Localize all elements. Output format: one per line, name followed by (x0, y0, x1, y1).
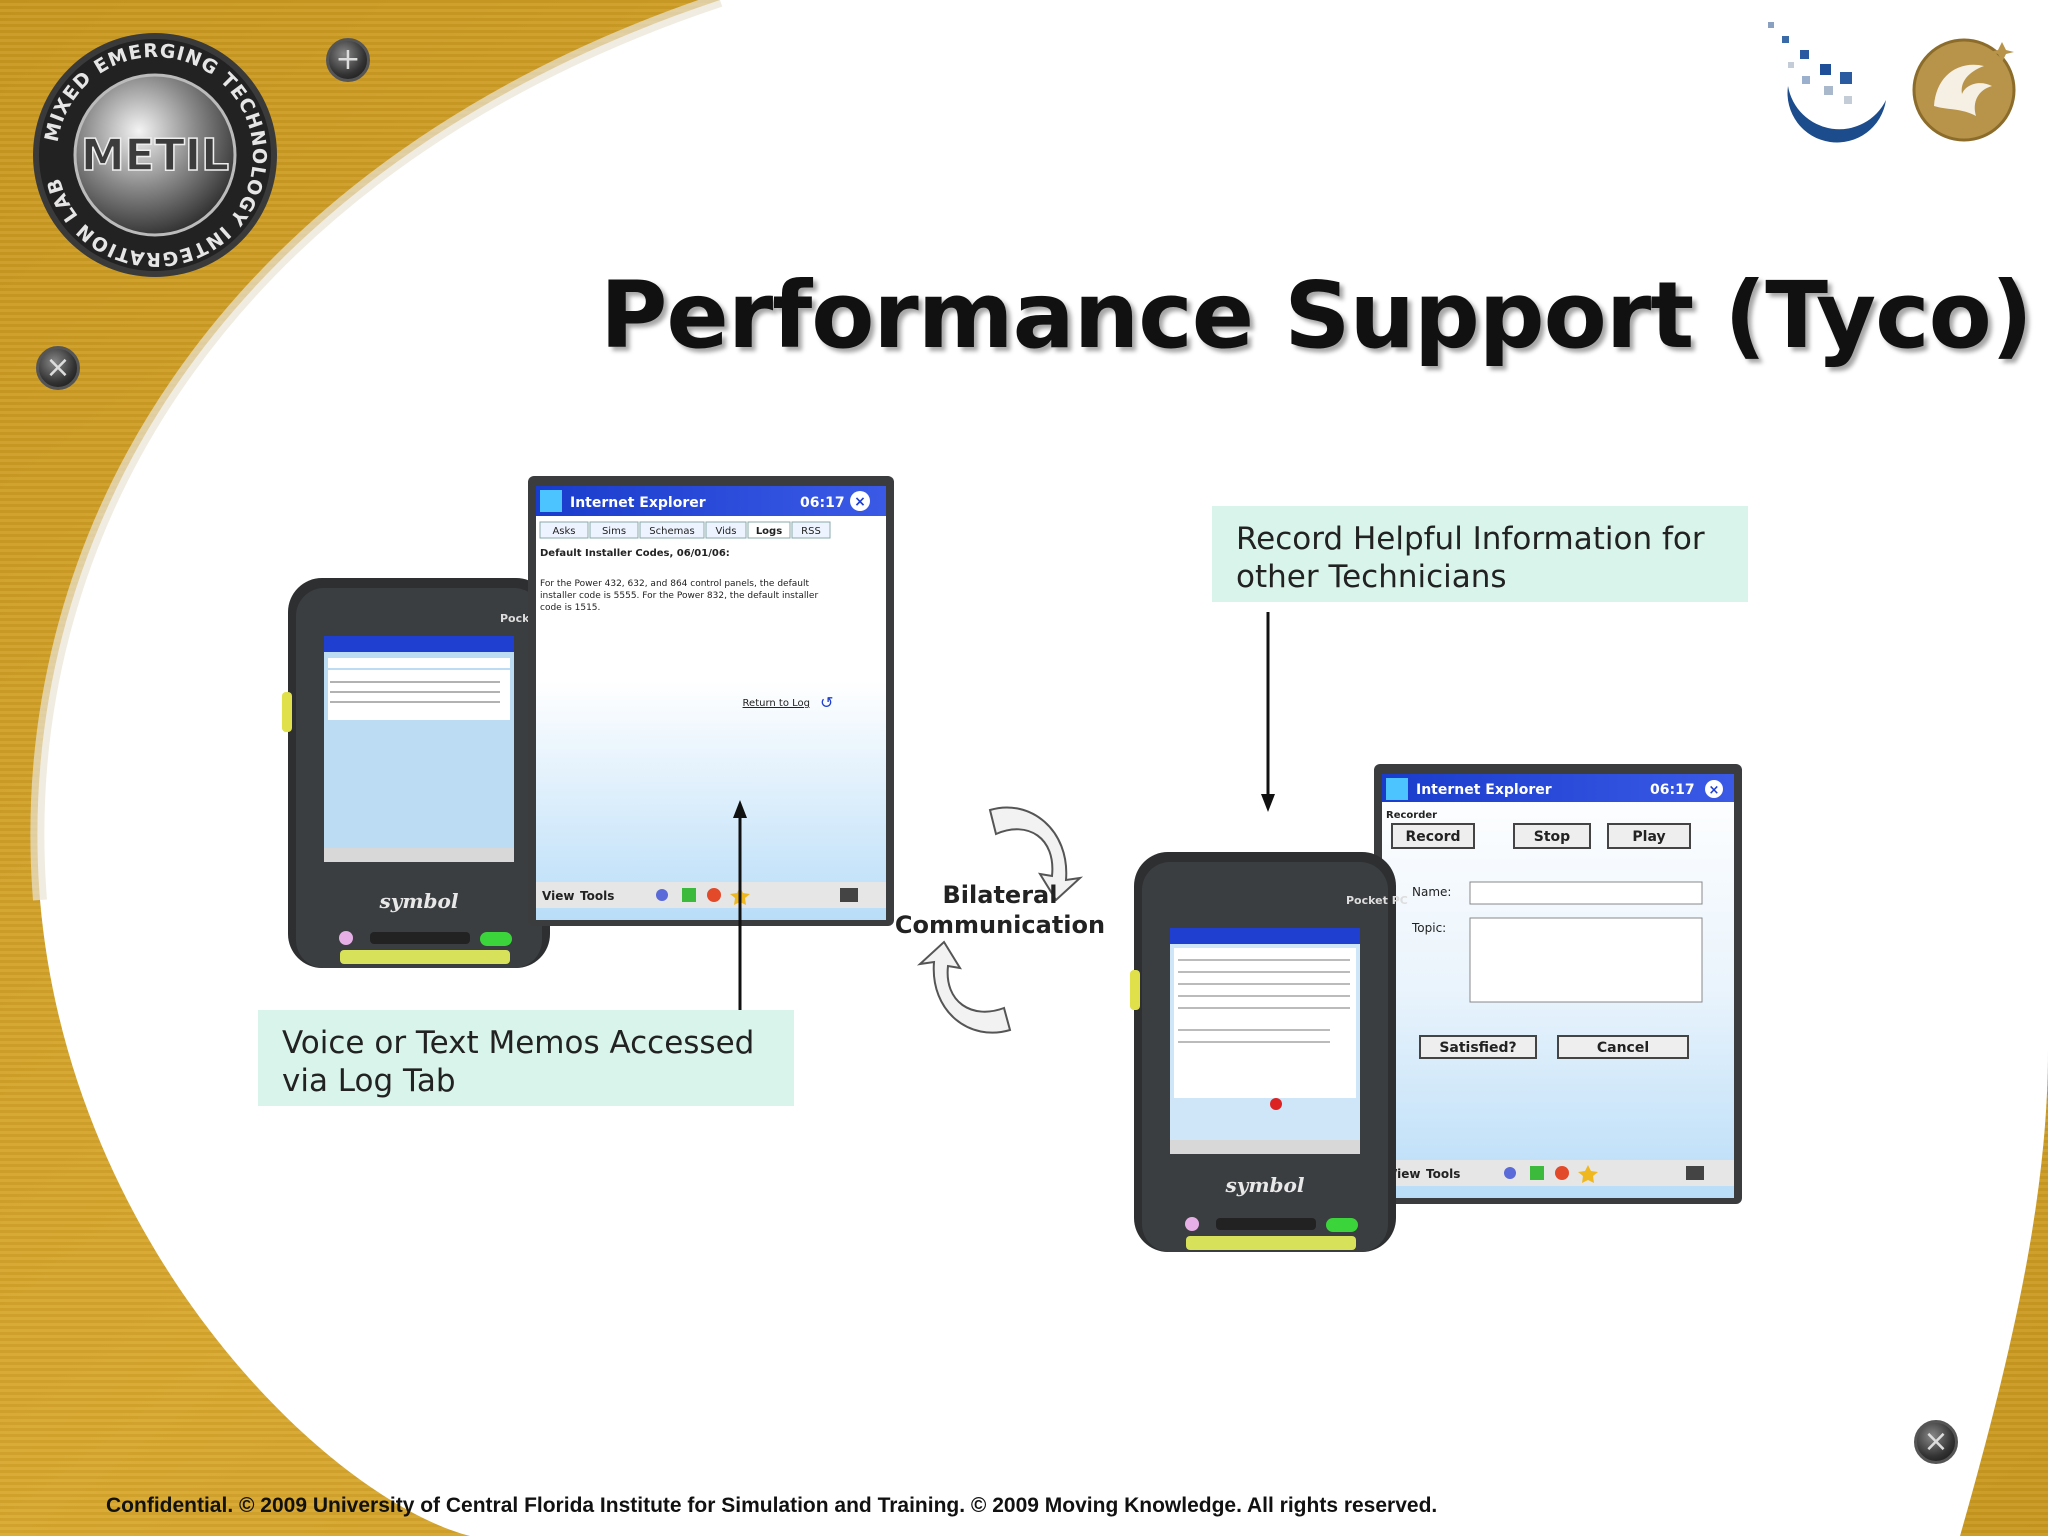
device-right: Internet Explorer 06:17 × Recorder Recor… (1130, 760, 1750, 1260)
device-left: Pocket PC symbol Internet Explorer 06:17… (280, 470, 900, 970)
callout-left: Voice or Text Memos Accessed via Log Tab (258, 1010, 794, 1106)
satisfied-button[interactable] (1419, 1035, 1537, 1059)
arrow-down-icon (1258, 612, 1278, 812)
cancel-button-label: Cancel (1597, 1040, 1649, 1056)
tab-schemas: Schemas (649, 526, 694, 537)
screw-icon: × (1914, 1420, 1958, 1464)
device-right-brand: symbol (1225, 1173, 1305, 1197)
device-left-time: 06:17 (800, 495, 845, 511)
device-right-section: Recorder (1386, 810, 1437, 821)
device-right-menu-view: View (1388, 1167, 1420, 1181)
device-left-menu-tools: Tools (580, 889, 614, 903)
return-arrow-icon: ↺ (820, 693, 833, 712)
svg-text:×: × (854, 494, 866, 510)
device-right-time: 06:17 (1650, 782, 1695, 798)
topic-label: Topic: (1411, 921, 1446, 935)
pegasus-logo-icon (1906, 20, 2030, 150)
device-left-menu-view: View (542, 889, 574, 903)
metil-center-text: METIL (81, 130, 229, 181)
name-field[interactable] (1469, 881, 1703, 905)
bilateral-line-1: Bilateral (942, 881, 1058, 909)
device-left-tabs: Asks Sims Schemas Vids Logs RSS (539, 521, 831, 539)
record-button-label: Record (1405, 829, 1460, 845)
device-left-brand: symbol (379, 889, 459, 913)
device-right-titlebar: Internet Explorer (1416, 782, 1552, 798)
device-right-model: Pocket PC (1346, 894, 1408, 907)
play-button-label: Play (1632, 829, 1665, 845)
cancel-button[interactable] (1557, 1035, 1689, 1059)
tab-logs: Logs (756, 526, 782, 537)
device-left-titlebar: Internet Explorer (570, 495, 706, 511)
tab-asks: Asks (552, 526, 575, 537)
stop-button-label: Stop (1534, 829, 1570, 845)
callout-right: Record Helpful Information for other Tec… (1212, 506, 1748, 602)
screw-icon: + (326, 38, 370, 82)
metil-logo: MIXED EMERGING TECHNOLOGY INTEGRATION LA… (30, 30, 280, 280)
play-button[interactable] (1607, 823, 1691, 849)
tab-vids: Vids (716, 526, 737, 537)
institute-logo-icon (1758, 16, 1892, 156)
name-label: Name: (1412, 885, 1451, 899)
footer-copyright: Confidential. © 2009 University of Centr… (106, 1494, 1438, 1517)
topic-field[interactable] (1469, 917, 1703, 1003)
device-left-body: For the Power 432, 632, and 864 control … (540, 579, 819, 613)
device-right-menu-tools: Tools (1426, 1167, 1460, 1181)
tab-sims: Sims (602, 526, 626, 537)
stop-button[interactable] (1513, 823, 1591, 849)
device-left-return-link: Return to Log (743, 698, 810, 709)
arrow-up-icon (730, 800, 750, 1010)
bilateral-line-2: Communication (894, 911, 1106, 939)
satisfied-button-label: Satisfied? (1439, 1040, 1516, 1056)
device-left-heading: Default Installer Codes, 06/01/06: (540, 548, 730, 559)
record-button[interactable] (1391, 823, 1475, 849)
cycle-arrows-icon (880, 790, 1130, 1050)
screw-icon: × (36, 346, 80, 390)
page-title: Performance Support (Tyco) (600, 262, 2033, 369)
bilateral-label: Bilateral Communication (880, 880, 1120, 940)
tab-rss: RSS (801, 526, 821, 537)
svg-text:×: × (1709, 783, 1720, 798)
